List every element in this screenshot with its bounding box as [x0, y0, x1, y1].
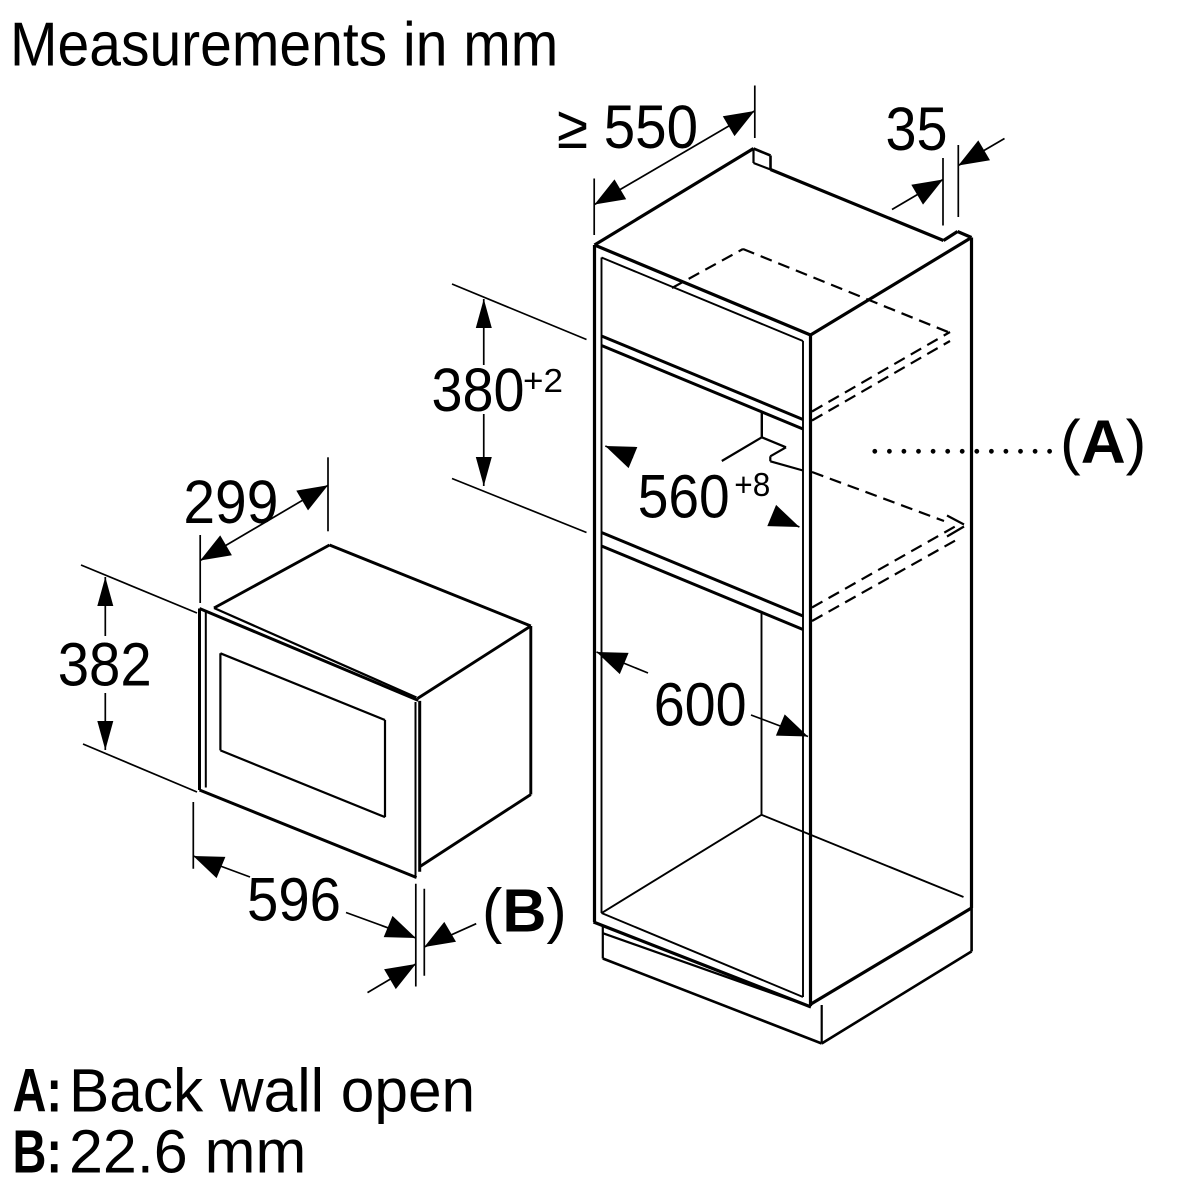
svg-text:22.6 mm: 22.6 mm [69, 1118, 306, 1186]
svg-text:(A): (A) [1060, 409, 1146, 477]
svg-text:Measurements in mm: Measurements in mm [10, 9, 558, 79]
svg-text:(B): (B) [482, 877, 567, 945]
svg-text:B:: B: [13, 1118, 63, 1186]
svg-text:596: 596 [247, 866, 341, 934]
svg-text:+2: +2 [523, 362, 563, 399]
svg-text:35: 35 [886, 95, 948, 163]
svg-text:+8: +8 [734, 466, 770, 503]
svg-text:A:: A: [13, 1057, 63, 1125]
svg-text:560: 560 [638, 463, 730, 531]
svg-text:≥ 550: ≥ 550 [557, 93, 698, 161]
svg-text:Back wall open: Back wall open [69, 1056, 475, 1124]
svg-text:600: 600 [654, 670, 747, 738]
svg-text:299: 299 [183, 468, 278, 536]
svg-text:382: 382 [58, 630, 152, 698]
svg-text:380: 380 [432, 356, 525, 424]
